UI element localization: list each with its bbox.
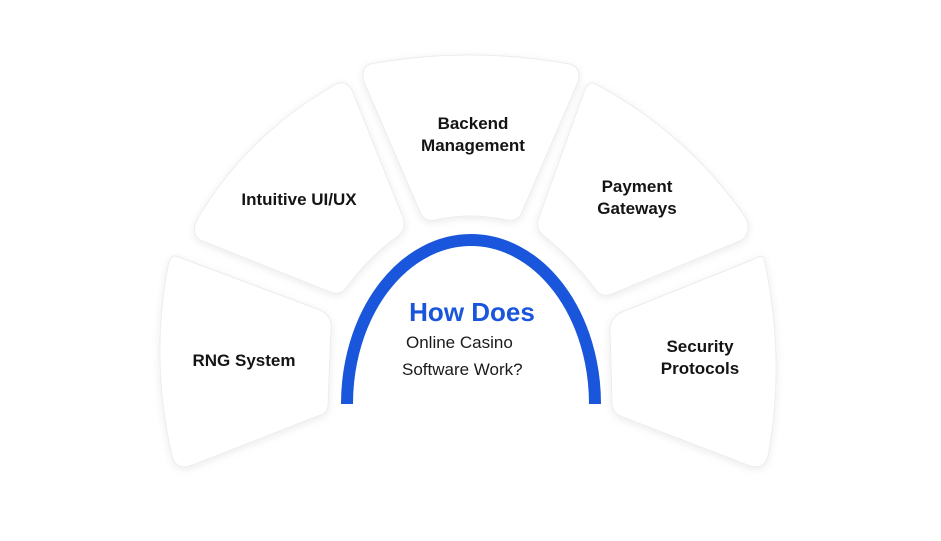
segment-payment-gateways [537, 82, 749, 296]
center-title: How Does [409, 297, 535, 327]
segment-intuitive-ui-ux [194, 82, 405, 294]
segment-label-line: Intuitive UI/UX [241, 190, 357, 209]
segment-label-line: Gateways [597, 199, 677, 218]
segment-rng-system [159, 255, 332, 468]
segment-label-line: RNG System [192, 351, 296, 370]
segment-label-line: Security [666, 337, 734, 356]
segment-security-protocols [609, 255, 777, 468]
segment-label-line: Protocols [660, 359, 740, 378]
segment-label-payment-gateways: Payment Gateways [570, 176, 704, 220]
segment-label-intuitive-ui-ux: Intuitive UI/UX [218, 189, 380, 211]
segment-label-backend-management: Backend Management [400, 113, 546, 157]
segment-label-line: Payment [601, 177, 673, 196]
segment-label-line: Management [421, 136, 525, 155]
center-arc [341, 234, 601, 405]
segment-label-security-protocols: Security Protocols [632, 336, 768, 380]
segment-label-line: Backend [437, 114, 509, 133]
center-subtitle-line-1: Online Casino [406, 333, 513, 352]
segment-label-rng-system: RNG System [174, 350, 314, 372]
segment-backend-management [362, 54, 580, 221]
center-subtitle-line-2: Software Work? [402, 360, 523, 379]
